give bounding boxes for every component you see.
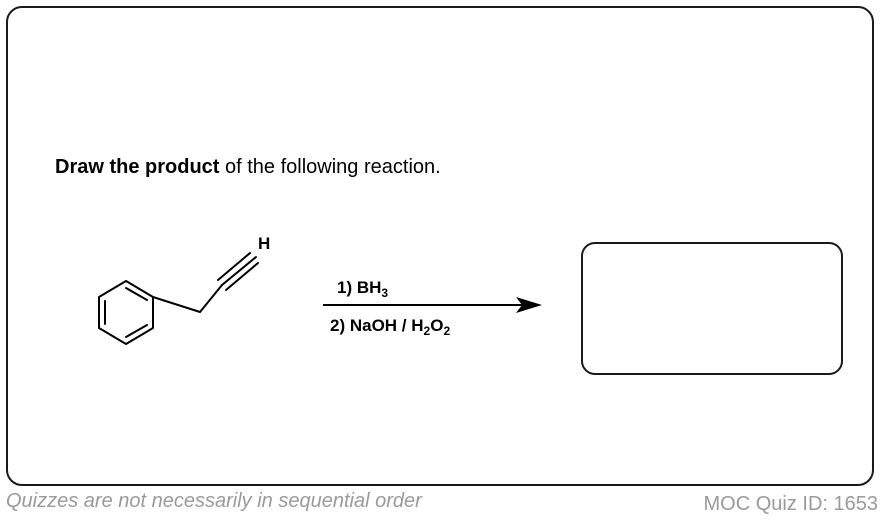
product-answer-box[interactable] (581, 242, 843, 375)
prompt-bold: Draw the product (55, 156, 220, 178)
quiz-id-label: MOC Quiz ID: 1653 (703, 493, 878, 515)
reagent-step-2-oxygen: O (430, 316, 444, 335)
reagent-step-2-subscript-2: 2 (443, 324, 451, 338)
reagent-step-1: 1) BH3 (337, 278, 389, 300)
prompt-rest: of the following reaction. (219, 156, 441, 178)
reagent-step-2: 2) NaOH / H2O2 (330, 316, 451, 338)
reagent-step-1-text: 1) BH (337, 278, 382, 297)
triple-bond-upper (217, 252, 251, 281)
triple-bond-center (221, 256, 257, 286)
reagent-step-2-subscript-1: 2 (423, 324, 431, 338)
reagent-step-2-text: 2) NaOH / H (330, 316, 424, 335)
benzene-ring (98, 280, 154, 345)
triple-bond-lower (225, 262, 259, 291)
ch2-to-alkyne-bond (199, 284, 223, 313)
reaction-arrow (323, 297, 542, 313)
terminal-h-label: H (258, 234, 270, 253)
question-prompt: Draw the product of the following reacti… (55, 156, 441, 179)
sequence-disclaimer: Quizzes are not necessarily in sequentia… (6, 490, 422, 512)
starting-material (98, 252, 259, 345)
arrow-head (516, 297, 542, 313)
ring-double-bond-2 (125, 324, 148, 338)
ring-to-ch2-bond (152, 296, 201, 313)
reagent-step-1-subscript: 3 (381, 286, 389, 300)
ring-double-bond-1 (125, 287, 148, 301)
